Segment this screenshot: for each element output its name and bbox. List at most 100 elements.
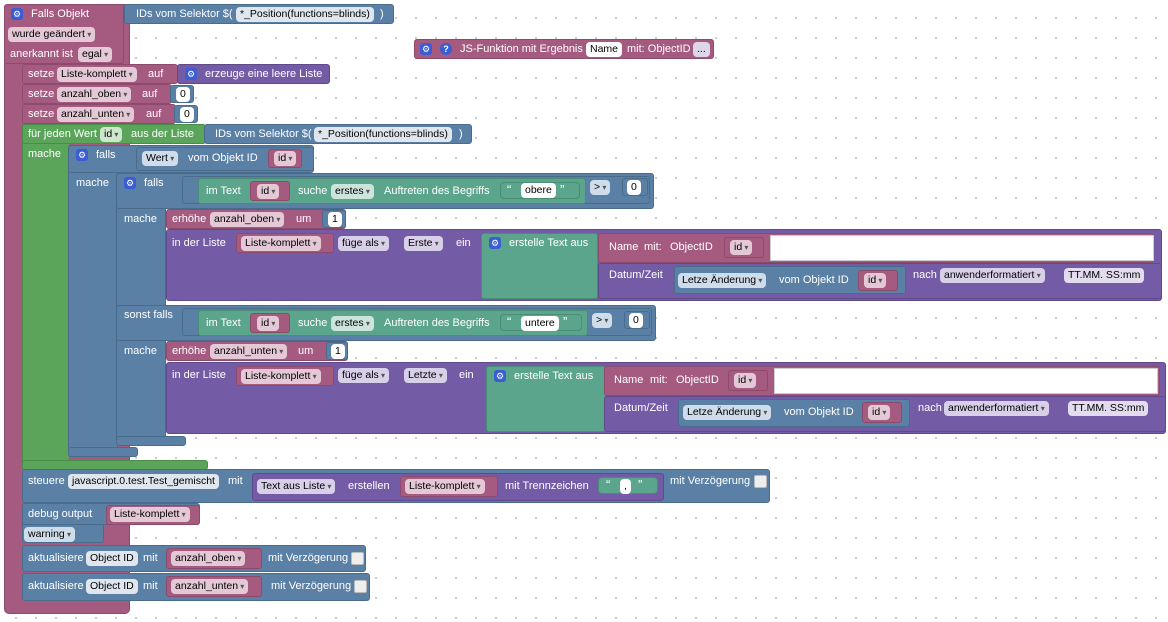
debug-level-dropdown[interactable]: warning xyxy=(24,527,76,542)
number-input[interactable]: 0 xyxy=(180,107,194,122)
debug-label: debug output xyxy=(28,508,93,520)
format-input[interactable]: TT.MM. SS:mm xyxy=(1064,268,1145,283)
control-label: steuere xyxy=(28,475,65,487)
id-dropdown[interactable]: id xyxy=(734,373,757,388)
quote-open: “ xyxy=(606,477,611,492)
number-input[interactable]: 0 xyxy=(627,180,641,195)
if-footer[interactable] xyxy=(68,447,138,457)
js-function-name[interactable]: Name xyxy=(586,42,623,57)
gear-icon[interactable]: ⚙ xyxy=(420,43,432,55)
id-dropdown[interactable]: id xyxy=(257,184,280,199)
checkbox-icon[interactable] xyxy=(351,552,364,565)
selector-label: IDs vom Selektor $( xyxy=(136,8,233,20)
text-join-label: erstelle Text aus xyxy=(509,237,589,249)
number-input[interactable]: 0 xyxy=(629,313,643,328)
id-dropdown[interactable]: id xyxy=(274,151,297,166)
update-label: aktualisiere xyxy=(28,552,84,564)
changed-dropdown[interactable]: wurde geändert xyxy=(8,27,96,42)
occurrence-dropdown[interactable]: erstes xyxy=(331,184,374,199)
empty-list-block[interactable] xyxy=(177,64,330,84)
datetime-label: Datum/Zeit xyxy=(609,269,663,281)
else-if-label: sonst falls xyxy=(124,309,173,321)
if-block[interactable] xyxy=(68,145,118,457)
number-input[interactable]: 0 xyxy=(176,87,190,102)
after-label: nach xyxy=(913,269,937,281)
selector-input[interactable]: *_Position(functions=blinds) xyxy=(236,7,374,22)
selector-input[interactable]: *_Position(functions=blinds) xyxy=(314,127,452,142)
format-input[interactable]: TT.MM. SS:mm xyxy=(1068,401,1149,416)
update-target[interactable]: Object ID xyxy=(86,551,138,566)
of-object-label: vom Objekt ID xyxy=(779,274,849,286)
quote-open: “ xyxy=(507,182,512,197)
delay-label: mit Verzögerung xyxy=(268,552,349,564)
insert-as-dropdown[interactable]: füge als xyxy=(338,236,390,251)
update-var-dropdown[interactable]: anzahl_unten xyxy=(171,579,249,594)
operator-dropdown[interactable]: > xyxy=(592,313,613,328)
list-var-dropdown[interactable]: Liste-komplett xyxy=(241,369,321,384)
update-var-dropdown[interactable]: anzahl_oben xyxy=(171,551,246,566)
after-label: nach xyxy=(918,402,942,414)
delay-label: mit Verzögerung xyxy=(670,475,751,487)
id-dropdown[interactable]: id xyxy=(864,273,887,288)
format-dropdown[interactable]: anwenderformatiert xyxy=(944,401,1049,416)
list-var-dropdown[interactable]: Liste-komplett xyxy=(241,236,321,251)
increment-var-dropdown[interactable]: anzahl_unten xyxy=(210,344,288,359)
update-target[interactable]: Object ID xyxy=(86,579,138,594)
checkbox-icon[interactable] xyxy=(354,580,367,593)
property-dropdown[interactable]: Letze Änderung xyxy=(683,405,772,420)
update-label: aktualisiere xyxy=(28,580,84,592)
id-dropdown[interactable]: id xyxy=(730,240,753,255)
text-join-block[interactable] xyxy=(486,366,606,432)
number-input[interactable]: 1 xyxy=(331,344,345,359)
term-input[interactable]: obere xyxy=(521,183,556,198)
gear-icon[interactable]: ⚙ xyxy=(489,237,501,249)
occurrence-label: Auftreten des Begriffs xyxy=(384,317,490,329)
if-footer[interactable] xyxy=(116,436,186,446)
increment-var-dropdown[interactable]: anzahl_oben xyxy=(210,212,285,227)
trigger-label: Falls Objekt xyxy=(31,8,90,20)
gear-icon[interactable]: ⚙ xyxy=(124,177,136,189)
if-do-label: mache xyxy=(124,345,158,357)
debug-var-dropdown[interactable]: Liste-komplett xyxy=(110,507,190,522)
update-with-label: mit xyxy=(143,580,158,592)
delay-label: mit Verzögerung xyxy=(271,580,352,592)
foreach-var-dropdown[interactable]: id xyxy=(100,127,123,142)
property-dropdown[interactable]: Letze Änderung xyxy=(678,273,767,288)
operator-dropdown[interactable]: > xyxy=(590,180,611,195)
control-target[interactable]: javascript.0.test.Test_gemischt xyxy=(68,474,219,489)
set-to-label: auf xyxy=(146,108,162,120)
id-dropdown[interactable]: id xyxy=(868,405,891,420)
property-dropdown[interactable]: Wert xyxy=(142,151,179,166)
gear-icon[interactable]: ⚙ xyxy=(11,8,23,20)
format-dropdown[interactable]: anwenderformatiert xyxy=(940,268,1045,283)
help-icon[interactable]: ? xyxy=(440,43,452,55)
number-input[interactable]: 1 xyxy=(328,212,342,227)
separator-input[interactable]: , xyxy=(620,479,631,494)
term-input[interactable]: untere xyxy=(521,316,559,331)
checkbox-icon[interactable] xyxy=(754,475,767,488)
set-var-dropdown[interactable]: anzahl_unten xyxy=(57,107,135,122)
empty-list-label: erzeuge eine leere Liste xyxy=(205,68,323,80)
text-from-list-dropdown[interactable]: Text aus Liste xyxy=(257,479,336,494)
increment-by-label: um xyxy=(296,213,312,225)
foreach-block[interactable] xyxy=(22,124,70,469)
occurrence-dropdown[interactable]: erstes xyxy=(331,316,374,331)
search-label: suche xyxy=(298,317,328,329)
set-var-dropdown[interactable]: Liste-komplett xyxy=(57,67,137,82)
gear-icon[interactable]: ⚙ xyxy=(185,68,197,80)
gear-icon[interactable]: ⚙ xyxy=(494,370,506,382)
separator-label: mit Trennzeichen xyxy=(505,480,589,492)
of-object-label: vom Objekt ID xyxy=(188,152,258,164)
js-function-block[interactable] xyxy=(414,39,714,59)
ack-dropdown[interactable]: egal xyxy=(78,47,113,62)
name-label: Name xyxy=(609,241,639,253)
set-label: setze xyxy=(28,68,55,80)
position-dropdown[interactable]: Erste xyxy=(404,236,443,251)
js-function-more[interactable]: ... xyxy=(693,42,710,57)
position-dropdown[interactable]: Letzte xyxy=(404,368,447,383)
set-var-dropdown[interactable]: anzahl_oben xyxy=(57,87,132,102)
insert-as-dropdown[interactable]: füge als xyxy=(338,368,390,383)
list-var-dropdown[interactable]: Liste-komplett xyxy=(405,479,485,494)
id-dropdown[interactable]: id xyxy=(257,316,280,331)
gear-icon[interactable]: ⚙ xyxy=(76,149,88,161)
